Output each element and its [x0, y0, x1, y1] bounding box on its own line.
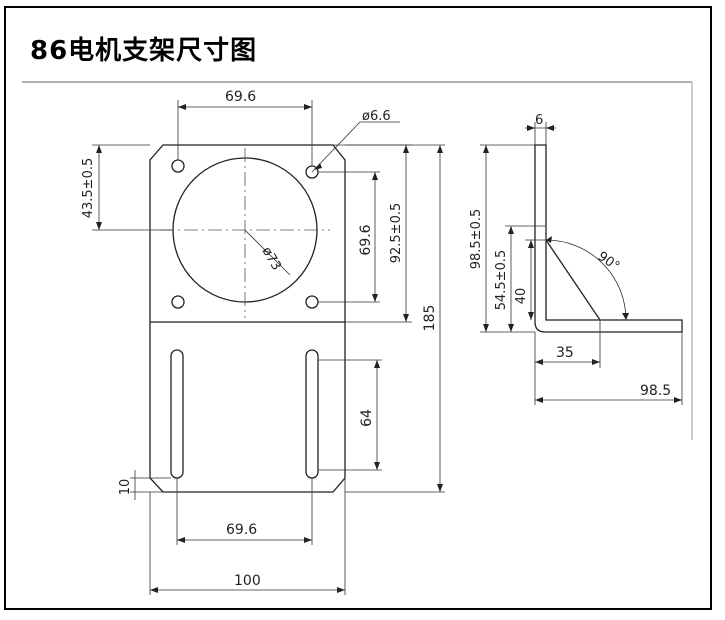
front-dimension-lines [92, 100, 445, 595]
mount-hole-top-left [171, 159, 185, 173]
dim-upper-height: 92.5±0.5 [389, 203, 404, 264]
dim-side-mid-height: 54.5±0.5 [494, 250, 509, 311]
drawing-title: 86电机支架尺寸图 [30, 36, 258, 66]
dim-vertical-hole-spacing: 69.6 [358, 224, 374, 255]
dim-thickness: 6 [535, 113, 543, 128]
rib-hypotenuse [545, 239, 601, 321]
dim-total-height: 185 [422, 305, 438, 332]
dim-circle-diameter: ø73 [259, 245, 284, 274]
dim-total-width: 100 [234, 573, 261, 589]
dim-side-height: 98.5±0.5 [469, 209, 484, 270]
front-view [149, 144, 346, 493]
center-lines [160, 148, 330, 318]
dim-slot-spacing: 69.6 [226, 522, 257, 538]
angle-bracket-profile [534, 144, 683, 333]
dim-slot-offset: 10 [118, 479, 133, 496]
dim-hole-diameter: ø6.6 [362, 109, 391, 124]
dim-slot-length: 64 [359, 409, 375, 427]
side-view [534, 144, 683, 333]
slot-left [170, 349, 184, 479]
slot-right [305, 349, 319, 479]
plate-lower-outline [149, 322, 346, 493]
drawing-frame [4, 6, 712, 610]
dim-rib-length: 35 [556, 345, 574, 361]
dim-top-hole-spacing: 69.6 [225, 89, 256, 105]
dim-rib-height: 40 [514, 288, 529, 305]
mount-hole-bottom-left [171, 295, 185, 309]
front-arrowheads [96, 104, 443, 593]
side-arrowheads [483, 125, 682, 403]
mount-hole-bottom-right [305, 295, 319, 309]
dim-center-height: 43.5±0.5 [81, 158, 96, 219]
dim-angle: 90° [595, 249, 622, 275]
dim-base-length: 98.5 [640, 383, 671, 399]
side-dimension-lines [480, 122, 683, 405]
